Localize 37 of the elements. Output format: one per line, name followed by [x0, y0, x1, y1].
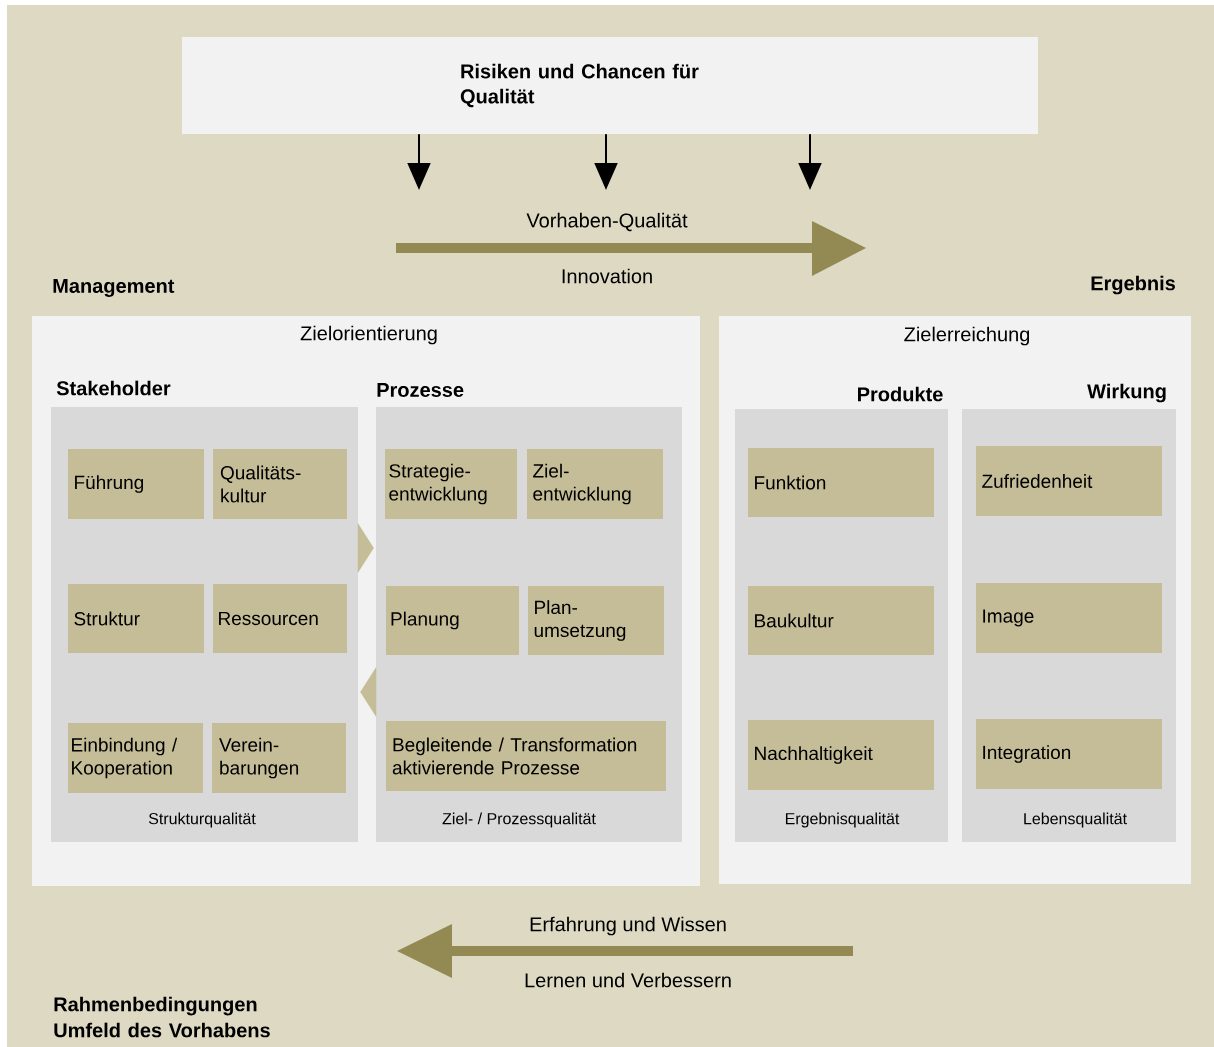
category-box: Baukultur — [748, 586, 934, 655]
panel-heading: Produkte — [858, 386, 943, 402]
arrow — [360, 667, 377, 717]
title-box: Risiken und Chancen für Qualität — [182, 37, 1038, 134]
arrow — [357, 523, 374, 573]
footer-heading: Rahmenbedingungen Umfeld des Vorhabens — [54, 996, 270, 1038]
category-box: Nachhaltigkeit — [748, 720, 934, 790]
quality-label: Lebensqualität — [1024, 812, 1127, 828]
panel-heading: Wirkung — [1087, 383, 1166, 403]
arrow-label: Erfahrung und Wissen — [530, 916, 726, 936]
category-box: Ziel- entwicklung — [527, 449, 663, 519]
category-box: Plan- umsetzung — [528, 586, 664, 655]
arrow-label: Lernen und Verbessern — [525, 972, 731, 988]
panel-heading: Management — [53, 279, 175, 297]
panel-subheading: Zielorientierung — [300, 325, 437, 345]
arrow-label: Innovation — [562, 268, 652, 284]
category-box: Führung — [68, 449, 204, 519]
panel-heading: Prozesse — [377, 383, 464, 397]
category-box: Image — [976, 583, 1162, 653]
panel-heading: Stakeholder — [56, 380, 171, 396]
panel-subheading: Zielerreichung — [904, 326, 1030, 346]
category-box: Qualitäts- kultur — [213, 449, 347, 519]
category-box: Verein- barungen — [212, 723, 346, 793]
quality-label: Ergebnisqualität — [785, 812, 900, 828]
category-box: Ressourcen — [213, 584, 347, 653]
category-box: Einbindung / Kooperation — [68, 723, 203, 793]
panel-heading: Ergebnis — [1091, 275, 1175, 295]
category-box: Planung — [386, 586, 519, 655]
category-box: Struktur — [68, 584, 204, 653]
category-box: Strategie- entwicklung — [385, 449, 517, 519]
quality-label: Strukturqualität — [148, 812, 256, 828]
quality-label: Ziel- / Prozessqualität — [442, 812, 596, 828]
category-box: Begleitende / Transformation aktivierende Prozesse — [386, 721, 666, 791]
category-box: Integration — [976, 719, 1162, 789]
category-box: Funktion — [748, 448, 934, 517]
category-box: Zufriedenheit — [976, 446, 1162, 516]
arrow-label: Vorhaben-Qualität — [526, 212, 688, 232]
